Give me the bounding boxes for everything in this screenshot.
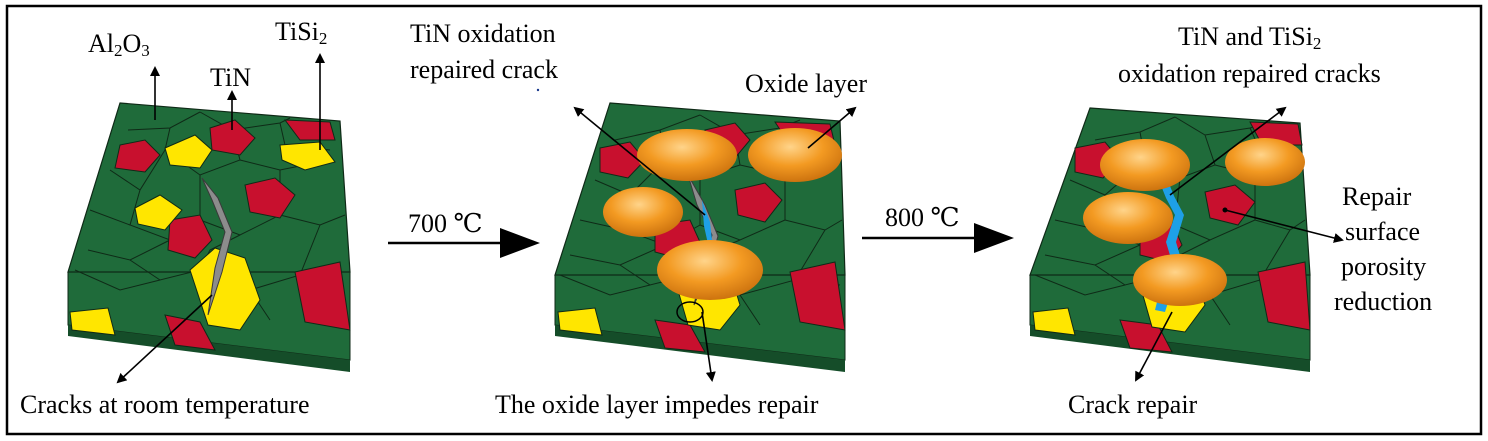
repaired-crack bbox=[1155, 176, 1184, 312]
tin-grain bbox=[734, 182, 783, 223]
repaired-crack bbox=[702, 200, 712, 244]
crack bbox=[201, 177, 233, 316]
oxide-particle bbox=[748, 128, 842, 182]
process-arrow-800: 800 ℃ bbox=[862, 203, 1014, 253]
panel-room-temperature bbox=[67, 102, 351, 372]
tin-grain bbox=[654, 319, 706, 353]
oxide-particle bbox=[1100, 139, 1190, 191]
cracks-leader bbox=[116, 294, 213, 384]
repair-label-line4: reduction bbox=[1334, 287, 1432, 316]
repair-label-line2: surface bbox=[1345, 217, 1420, 246]
crack-repair-label: Crack repair bbox=[1068, 390, 1198, 419]
oxide-particle bbox=[1133, 254, 1227, 306]
tisi2-label: TiSi2 bbox=[275, 17, 327, 48]
tin-grain bbox=[164, 314, 216, 351]
oxide-particle bbox=[637, 129, 737, 181]
oxide-impedes-leader bbox=[701, 311, 716, 382]
tin-grain bbox=[167, 214, 213, 259]
tin-label: TiN bbox=[210, 63, 251, 92]
both-oxidation-leader bbox=[1169, 106, 1287, 196]
panel-700c bbox=[554, 102, 846, 372]
tin-oxidation-label-line2: repaired crack bbox=[410, 55, 558, 84]
process-arrow-700: 700 ℃ bbox=[388, 209, 540, 258]
tisi2-grain bbox=[557, 307, 603, 336]
tisi2-grain bbox=[1032, 307, 1076, 336]
cracks-room-temp-label: Cracks at room temperature bbox=[20, 390, 310, 419]
temperature-700-label: 700 ℃ bbox=[408, 209, 483, 238]
temperature-800-label: 800 ℃ bbox=[885, 203, 960, 232]
both-oxidation-label-line2: oxidation repaired cracks bbox=[1118, 59, 1381, 88]
leader-dot bbox=[1222, 207, 1228, 213]
tin-grain bbox=[1257, 261, 1311, 331]
oxide-layer-label: Oxide layer bbox=[745, 69, 867, 98]
repair-label-line1: Repair bbox=[1342, 182, 1412, 211]
leader-lines bbox=[116, 53, 1344, 384]
oxide-impedes-label: The oxide layer impedes repair bbox=[495, 390, 819, 419]
al2o3-label: Al2O3 bbox=[88, 29, 150, 60]
tin-grain bbox=[283, 119, 336, 141]
oxide-particle bbox=[1225, 138, 1305, 186]
tisi2-grain bbox=[189, 247, 261, 331]
oxide-particle bbox=[657, 240, 763, 300]
tin-grain bbox=[209, 119, 256, 156]
tin-grain bbox=[244, 177, 296, 219]
oxide-particle bbox=[1083, 192, 1173, 244]
tisi2-grain bbox=[279, 141, 336, 171]
tisi2-grain bbox=[69, 307, 116, 336]
panel-800c bbox=[1029, 107, 1311, 372]
tin-grain bbox=[114, 139, 161, 173]
tin-grain bbox=[294, 261, 351, 331]
tisi2-grain bbox=[134, 194, 183, 231]
crack-repair-leader bbox=[1135, 311, 1173, 382]
oxide-particle bbox=[603, 187, 683, 237]
oxide-layer-leader bbox=[807, 106, 857, 149]
tin-grain bbox=[789, 261, 846, 331]
tin-oxidation-label-line1: TiN oxidation bbox=[410, 19, 556, 48]
tin-oxidation-leader bbox=[573, 106, 706, 216]
tin-grain bbox=[599, 141, 646, 179]
repair-porosity-leader bbox=[1224, 209, 1344, 243]
impeded-region-circle bbox=[676, 301, 704, 323]
both-oxidation-label-line1: TiN and TiSi2 bbox=[1178, 22, 1321, 53]
tisi2-grain bbox=[164, 134, 213, 169]
repair-label-line3: porosity bbox=[1341, 252, 1426, 281]
stray-dot bbox=[536, 88, 540, 92]
